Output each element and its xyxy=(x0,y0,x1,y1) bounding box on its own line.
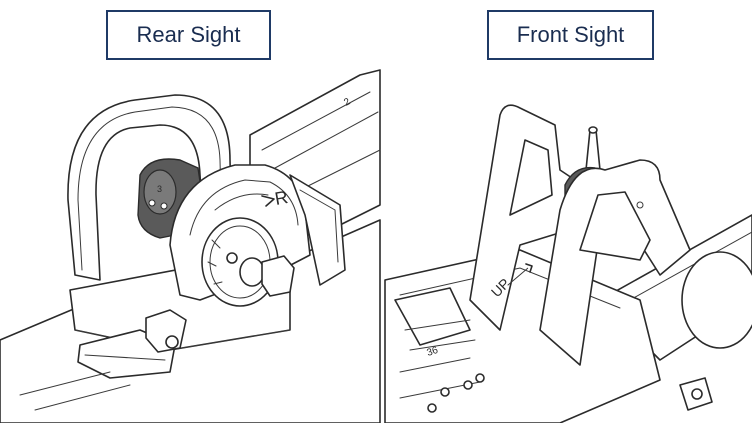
rear-rail-number: 2 xyxy=(342,96,352,109)
rear-aperture-frame xyxy=(67,94,233,281)
rear-sight-label-text: Rear Sight xyxy=(136,22,241,47)
front-right-wing xyxy=(539,159,691,366)
rear-clamp-screw xyxy=(145,309,187,353)
rear-clamp-screw-right xyxy=(261,255,295,297)
rear-drum-number: 3 xyxy=(157,184,162,194)
rear-sight-drawing: 2 3 R xyxy=(0,69,381,423)
front-sight-label: Front Sight xyxy=(487,10,654,60)
front-sight-drawing: 36 UP xyxy=(384,104,752,423)
front-base-shelf xyxy=(394,287,471,346)
front-sight-post xyxy=(585,129,601,171)
rear-dial-direction-arrow xyxy=(261,195,275,207)
front-barrel-collar xyxy=(681,251,752,349)
rear-knob-detent xyxy=(226,252,238,264)
rear-dial-letter: R xyxy=(273,187,289,209)
front-right-wing-window xyxy=(579,191,651,261)
front-block-number: 36 xyxy=(426,345,440,359)
rear-knob-center xyxy=(239,257,265,287)
front-left-wing-window xyxy=(509,139,553,216)
rear-side-plate xyxy=(289,174,346,286)
rear-sight-label: Rear Sight xyxy=(106,10,271,60)
front-sight-label-text: Front Sight xyxy=(516,22,625,47)
